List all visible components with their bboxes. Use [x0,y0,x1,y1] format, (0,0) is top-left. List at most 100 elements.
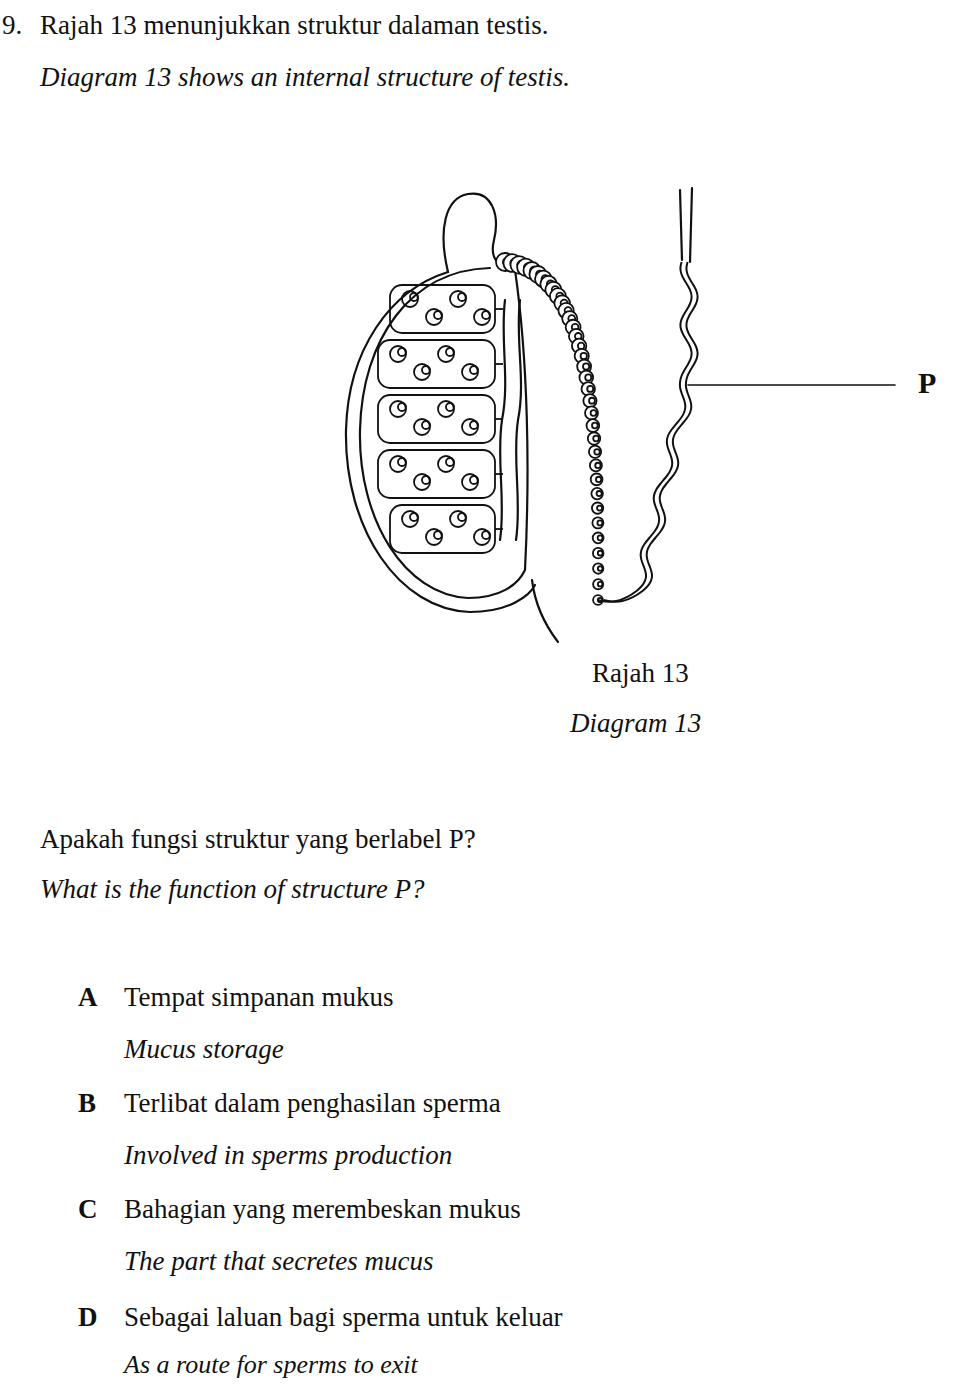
question-text: Involved in sperms production [124,1140,452,1171]
question-text: The part that secretes mucus [124,1246,433,1277]
epididymis-coil [598,551,603,556]
option-letter: B [78,1088,96,1119]
tubule-duct [495,363,503,365]
seminiferous-tubule [410,293,418,301]
epididymis-coil [598,535,603,540]
vas-deferens [680,190,682,260]
seminiferous-tubule [414,419,430,435]
epididymis-coil [598,566,603,571]
epididymis-coil [593,532,604,543]
epididymis-coil [591,488,603,500]
seminiferous-tubule [398,403,406,411]
tunica-outline [360,268,528,598]
epididymis-coil [591,410,597,416]
question-text: Rajah 13 menunjukkan struktur dalaman te… [40,10,548,41]
question-text: Bahagian yang merembeskan mukus [124,1194,521,1225]
epididymis-coil [593,436,599,442]
seminiferous-tubule [458,293,466,301]
question-text: Sebagai laluan bagi sperma untuk keluar [124,1302,563,1333]
seminiferous-tubule [474,309,490,325]
question-text: Terlibat dalam penghasilan sperma [124,1088,501,1119]
seminiferous-tubule [450,291,466,307]
seminiferous-tubule [434,531,442,539]
lobule [378,395,495,443]
epididymis-coil [593,563,603,573]
epididymis-coil [593,579,603,589]
question-text: What is the function of structure P? [40,874,424,905]
epididymis-coil [583,363,589,369]
testis-outline [346,272,535,612]
epididymis-coil [589,398,595,404]
option-letter: D [78,1302,98,1333]
epididymis-coil [585,374,591,380]
question-text: Tempat simpanan mukus [124,982,394,1013]
tubule-duct [495,473,503,475]
epididymis-coil [594,449,600,455]
seminiferous-tubule [462,474,478,490]
epididymis-coil [587,386,593,392]
epididymis-coil [597,506,602,511]
seminiferous-tubule [414,474,430,490]
question-text: Mucus storage [124,1034,284,1065]
epididymis-coil [592,502,603,513]
seminiferous-tubule [482,311,490,319]
lobule [390,285,495,333]
seminiferous-tubule [446,403,454,411]
leader-line [688,384,895,386]
seminiferous-tubule [410,513,418,521]
rete-testis [516,300,521,540]
seminiferous-tubule [462,419,478,435]
seminiferous-tubule [450,511,466,527]
question-text: Apakah fungsi struktur yang berlabel P? [40,824,476,855]
option-letter: A [78,982,98,1013]
seminiferous-tubule [402,291,418,307]
epididymis-coil [588,432,600,444]
figure-caption: Diagram 13 [570,708,701,739]
question-number: 9. [2,10,22,41]
epididymis-coil [585,406,598,419]
seminiferous-tubule [470,421,478,429]
seminiferous-tubule [482,531,490,539]
seminiferous-tubule [474,529,490,545]
cord-line [532,580,558,642]
vas-deferens [690,188,692,262]
seminiferous-tubule [470,366,478,374]
epididymis-coil [587,419,600,432]
epididymis-coil [595,463,600,468]
seminiferous-tubule [438,401,454,417]
epididymis-coil [597,520,602,525]
seminiferous-tubule [458,513,466,521]
epididymis-coil [598,582,603,587]
epididymis-coil [592,423,598,429]
part-label: P [918,366,936,401]
epididymis-coil [581,353,587,359]
epididymis-coil [590,459,602,471]
vas-deferens [604,262,698,602]
seminiferous-tubule [390,401,406,417]
question-text: Diagram 13 shows an internal structure o… [40,62,570,93]
epididymis-coil [591,474,603,486]
seminiferous-tubule [438,456,454,472]
seminiferous-tubule [402,511,418,527]
seminiferous-tubule [422,421,430,429]
tubule-duct [495,418,503,420]
question-text: As a route for sperms to exit [124,1350,418,1380]
seminiferous-tubule [470,476,478,484]
option-letter: C [78,1194,98,1225]
lobule [378,340,495,388]
seminiferous-tubule [422,366,430,374]
figure-caption: Rajah 13 [592,658,689,689]
seminiferous-tubule [434,311,442,319]
seminiferous-tubule [438,346,454,362]
tubule-duct [495,528,503,530]
seminiferous-tubule [390,346,406,362]
seminiferous-tubule [398,458,406,466]
epididymis-coil [596,477,601,482]
epididymis-coil [592,517,603,528]
rete-testis [500,300,505,540]
vas-deferens [598,262,692,602]
epididymis-coil [583,394,596,407]
seminiferous-tubule [426,309,442,325]
epididymis-coil [593,548,604,559]
